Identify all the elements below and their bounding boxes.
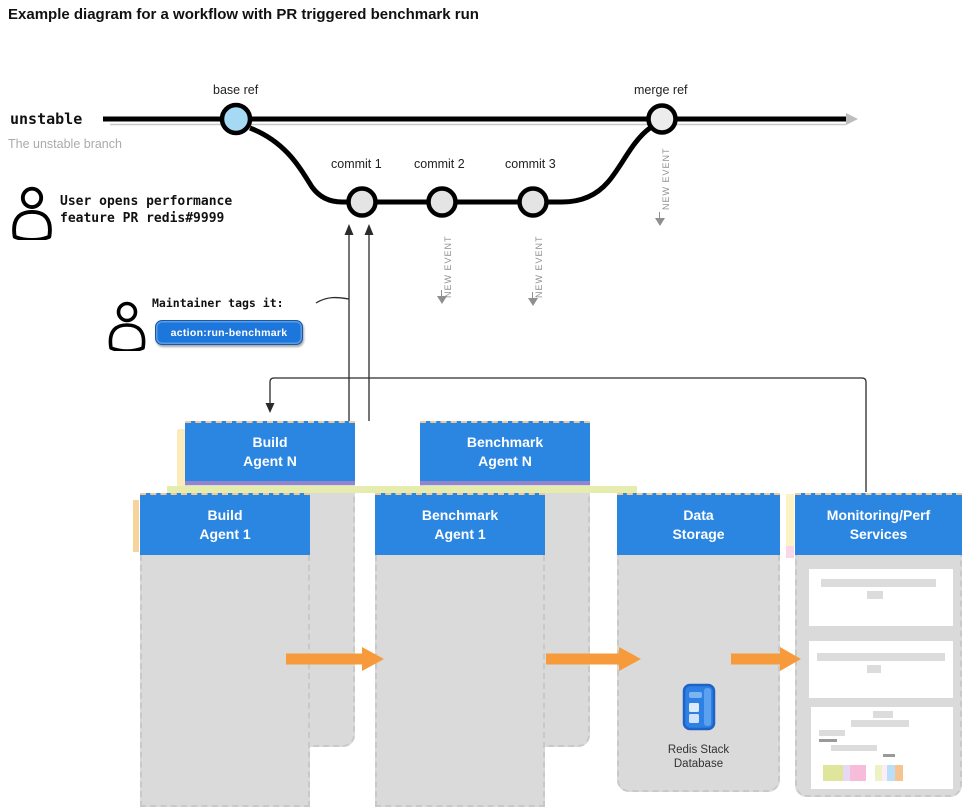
benchmark-agent-1-card: Benchmark Agent 1 — [375, 493, 545, 807]
db-caption-line1: Redis Stack — [667, 744, 730, 756]
decorative-accent — [177, 429, 186, 491]
commit-2-node — [426, 186, 458, 218]
tag-hook-line — [315, 296, 350, 304]
data-storage-card: Data Storage Redis Stack Database — [617, 493, 780, 792]
branch-line-arrowhead — [846, 113, 858, 125]
build-agent-1-body — [140, 555, 310, 807]
card-label: Agent 1 — [434, 526, 486, 542]
card-label: Benchmark — [466, 434, 544, 450]
card-label: Agent 1 — [199, 526, 251, 542]
new-event-arrow — [437, 290, 447, 304]
monitoring-panel — [811, 707, 953, 789]
legend-swatch — [850, 765, 866, 781]
placeholder-text-bar — [873, 711, 893, 718]
card-label: Storage — [672, 526, 725, 542]
legend-swatch — [882, 765, 887, 781]
up-arrowhead — [344, 224, 354, 235]
legend-swatch — [823, 765, 843, 781]
benchmark-agent-1-header: Benchmark Agent 1 — [375, 493, 545, 555]
legend-swatch — [843, 765, 850, 781]
decorative-accent — [786, 546, 794, 558]
build-agent-1-card: Build Agent 1 — [140, 493, 310, 807]
card-label: Build — [207, 507, 243, 523]
branch-subtitle: The unstable branch — [8, 137, 122, 151]
legend-swatch — [895, 765, 903, 781]
commit-3-node — [517, 186, 549, 218]
monitoring-services-body — [795, 555, 962, 797]
placeholder-dash — [883, 754, 895, 757]
placeholder-text-bar — [821, 579, 936, 587]
placeholder-text-bar — [867, 665, 881, 673]
base-ref-commit-node — [219, 102, 253, 136]
decorative-accent — [133, 500, 139, 552]
legend-swatch — [887, 765, 895, 781]
monitoring-services-header: Monitoring/Perf Services — [795, 493, 962, 555]
db-caption-line2: Database — [673, 758, 724, 770]
monitoring-panel — [809, 569, 953, 626]
user-action-line2: feature PR redis#9999 — [60, 211, 225, 226]
decorative-accent — [786, 494, 794, 546]
commit-3-label: commit 3 — [505, 157, 556, 171]
card-label: Benchmark — [421, 507, 499, 523]
down-arrowhead — [265, 403, 275, 413]
user-person-icon — [12, 186, 52, 240]
maintainer-person-icon — [108, 301, 146, 351]
legend-swatches — [823, 765, 903, 781]
legend-swatch — [866, 765, 875, 781]
new-event-label: NEW EVENT — [534, 235, 544, 298]
card-label: Build — [252, 434, 288, 450]
benchmark-agent-n-header: Benchmark Agent N — [420, 421, 590, 485]
benchmark-agent-1-body — [375, 555, 545, 807]
monitoring-panel — [809, 641, 953, 698]
card-label: Data — [683, 507, 714, 523]
placeholder-text-bar — [819, 730, 845, 736]
card-label: Services — [849, 526, 908, 542]
user-action-text: User opens performance feature PR redis#… — [60, 193, 232, 227]
card-label: Agent N — [243, 453, 297, 469]
placeholder-dash — [819, 739, 837, 742]
build-agent-n-header: Build Agent N — [185, 421, 355, 485]
placeholder-text-bar — [851, 720, 909, 727]
branch-label-unstable: unstable — [10, 110, 83, 128]
merge-ref-label: merge ref — [634, 83, 688, 97]
data-storage-header: Data Storage — [617, 493, 780, 555]
benchmark-tag-badge: action:run-benchmark — [155, 320, 303, 345]
legend-swatch — [875, 765, 882, 781]
placeholder-text-bar — [817, 653, 945, 661]
diagram-title: Example diagram for a workflow with PR t… — [8, 6, 479, 23]
merge-ref-commit-node — [646, 103, 678, 135]
decorative-accent — [167, 486, 637, 493]
commit-1-label: commit 1 — [331, 157, 382, 171]
up-arrowhead — [364, 224, 374, 235]
maintainer-action-text: Maintainer tags it: — [152, 296, 284, 310]
new-event-arrow — [528, 292, 538, 306]
placeholder-text-bar — [867, 591, 883, 599]
base-ref-label: base ref — [213, 83, 259, 97]
card-label: Monitoring/Perf — [826, 507, 931, 523]
new-event-label: NEW EVENT — [661, 147, 671, 210]
placeholder-text-bar — [831, 745, 877, 751]
db-caption: Redis Stack Database — [619, 743, 778, 771]
user-action-line1: User opens performance — [60, 194, 233, 209]
build-agent-1-header: Build Agent 1 — [140, 493, 310, 555]
commit-2-label: commit 2 — [414, 157, 465, 171]
card-label: Agent N — [478, 453, 532, 469]
monitoring-services-card: Monitoring/Perf Services — [795, 493, 962, 797]
redis-stack-database-icon — [682, 683, 716, 731]
new-event-label: NEW EVENT — [443, 235, 453, 298]
commit-1-node — [346, 186, 378, 218]
data-storage-body: Redis Stack Database — [617, 555, 780, 792]
new-event-arrow — [655, 212, 665, 226]
